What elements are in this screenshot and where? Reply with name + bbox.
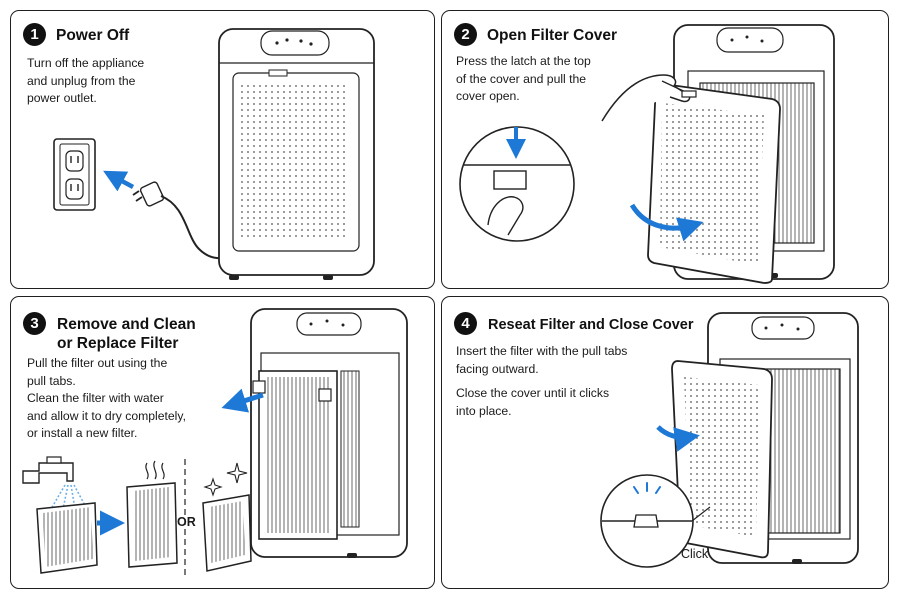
step-2-illustration: [459, 24, 835, 284]
step-title: Power Off: [56, 27, 130, 44]
instruction-line: or install a new filter.: [27, 426, 138, 441]
steam-icon: [145, 460, 165, 480]
instruction-line: into place.: [456, 403, 512, 418]
step-number-badge: 2: [454, 23, 477, 46]
faucet-icon: [22, 456, 88, 510]
sparkle-icon: [226, 462, 248, 484]
step-instructions: Turn off the appliance and unplug from t…: [27, 55, 144, 108]
filter-icon: [252, 370, 338, 540]
instruction-line: Pull the filter out using the: [27, 356, 168, 370]
step-title: Reseat Filter and Close Cover: [488, 317, 694, 333]
step-4-panel: 4 Reseat Filter and Close Cover Insert t…: [441, 296, 889, 589]
instruction-line: Insert the filter with the pull tabs: [456, 344, 628, 358]
step-instructions: Press the latch at the top of the cover …: [456, 53, 591, 106]
arrow-icon: [221, 388, 264, 413]
wall-outlet-icon: [53, 138, 96, 211]
step-number-badge: 4: [454, 312, 477, 335]
arrow-icon: [103, 170, 135, 192]
air-purifier-icon: [218, 28, 375, 280]
instruction-line: Press the latch at the top: [456, 54, 591, 68]
step-3-illustration: [22, 308, 408, 579]
sparkle-icon: [203, 477, 223, 497]
step-4-illustration: [600, 312, 859, 568]
step-title: Open Filter Cover: [487, 27, 618, 44]
instruction-line: facing outward.: [456, 361, 539, 376]
instruction-line: power outlet.: [27, 91, 97, 106]
or-label: OR: [177, 515, 196, 529]
instruction-paragraph: Insert the filter with the pull tabs fac…: [456, 343, 627, 378]
step-1-panel: 1 Power Off Turn off the appliance and u…: [10, 10, 435, 289]
hand-icon: [601, 74, 697, 122]
filter-icon: [36, 502, 98, 574]
plug-icon: [132, 181, 234, 260]
filter-icon: [202, 494, 252, 572]
title-line: or Replace Filter: [57, 335, 179, 352]
title-line: Remove and Clean: [57, 316, 196, 333]
instruction-line: of the cover and pull the: [456, 71, 587, 86]
latch-detail-inset: [600, 474, 711, 568]
instruction-line: cover open.: [456, 89, 520, 104]
instruction-line: Turn off the appliance: [27, 56, 145, 70]
step-title: Remove and Clean or Replace Filter: [57, 315, 196, 353]
step-instructions: Pull the filter out using the pull tabs.…: [27, 355, 186, 443]
instruction-paragraph: Close the cover until it clicks into pla…: [456, 385, 627, 420]
latch-detail-inset: [459, 126, 575, 242]
instruction-line: pull tabs.: [27, 373, 76, 388]
filter-icon: [126, 482, 178, 568]
step-3-panel: 3 Remove and Clean or Replace Filter Pul…: [10, 296, 435, 589]
step-2-panel: 2 Open Filter Cover Press the latch at t…: [441, 10, 889, 289]
step-instructions: Insert the filter with the pull tabs fac…: [456, 343, 627, 420]
instruction-line: and allow it to dry completely,: [27, 408, 186, 423]
arrow-icon: [629, 203, 704, 242]
step-number-badge: 3: [23, 312, 46, 335]
arrow-icon: [656, 425, 700, 452]
click-label: Click: [681, 547, 709, 561]
instruction-line: Clean the filter with water: [27, 391, 164, 406]
step-number-badge: 1: [23, 23, 46, 46]
step-1-illustration: [53, 28, 375, 280]
instruction-line: Close the cover until it clicks: [456, 386, 610, 401]
instruction-line: and unplug from the: [27, 73, 136, 88]
